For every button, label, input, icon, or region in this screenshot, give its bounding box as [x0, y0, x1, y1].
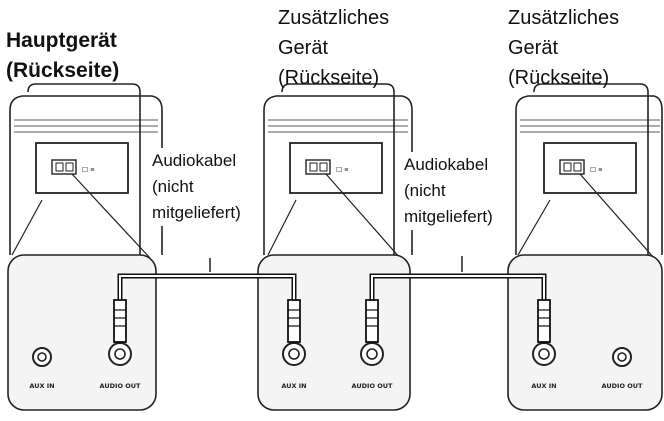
extra-device-1-title: Zusätzliches Gerät (Rückseite) — [278, 3, 389, 93]
main-device-rear: ☐ ≡ — [9, 83, 163, 259]
main-device-title-line-2: (Rückseite) — [6, 59, 120, 82]
main-aux-in-jack — [32, 347, 52, 367]
cable-2-label-line-1: Audiokabel — [404, 155, 489, 174]
audio-cable-2 — [365, 256, 551, 343]
main-device-title: Hauptgerät (Rückseite) — [6, 26, 119, 86]
extra-device-2-aux-in-jack — [532, 342, 556, 366]
cable-1-label-line-2: (nicht — [152, 177, 194, 196]
extra-device-1-title-line-2: Gerät — [278, 37, 329, 59]
cable-1-label-line-1: Audiokabel — [152, 151, 237, 170]
extra-device-2-title: Zusätzliches Gerät (Rückseite) — [508, 3, 619, 93]
extra-device-2-title-line-1: Zusätzliches — [508, 7, 620, 29]
extra-device-2-aux-in-label: AUX IN — [531, 382, 556, 390]
main-audio-out-jack — [108, 342, 132, 366]
main-device-title-line-1: Hauptgerät — [6, 29, 117, 52]
cable-2-label-line-2: (nicht — [404, 181, 446, 200]
extra-device-1-aux-in-label: AUX IN — [281, 382, 306, 390]
svg-text:☐ ≡: ☐ ≡ — [336, 166, 348, 174]
main-aux-in-label: AUX IN — [29, 382, 54, 390]
cable-2-label-line-3: mitgeliefert) — [404, 207, 493, 226]
extra-device-1-aux-in-jack — [282, 342, 306, 366]
extra-device-1-rear: ☐ ≡ — [263, 83, 413, 259]
cable-1-label-line-3: mitgeliefert) — [152, 203, 241, 222]
extra-device-2-audio-out-label: AUDIO OUT — [602, 382, 644, 390]
extra-device-1-title-line-1: Zusätzliches — [278, 7, 390, 29]
cable-1-label: Audiokabel (nicht mitgeliefert) — [152, 148, 241, 226]
svg-text:☐ ≡: ☐ ≡ — [590, 166, 602, 174]
extra-device-2-rear: ☐ ≡ — [515, 83, 663, 259]
extra-device-1-audio-out-jack — [360, 342, 384, 366]
audio-cable-1 — [113, 258, 301, 343]
cable-2-label: Audiokabel (nicht mitgeliefert) — [404, 152, 493, 230]
extra-device-1-audio-out-label: AUDIO OUT — [352, 382, 394, 390]
svg-text:☐ ≡: ☐ ≡ — [82, 166, 94, 174]
extra-device-2-title-line-3: (Rückseite) — [508, 67, 610, 89]
main-audio-out-label: AUDIO OUT — [100, 382, 142, 390]
extra-device-2-audio-out-jack — [612, 347, 632, 367]
extra-device-2-title-line-2: Gerät — [508, 37, 559, 59]
extra-device-1-title-line-3: (Rückseite) — [278, 67, 380, 89]
